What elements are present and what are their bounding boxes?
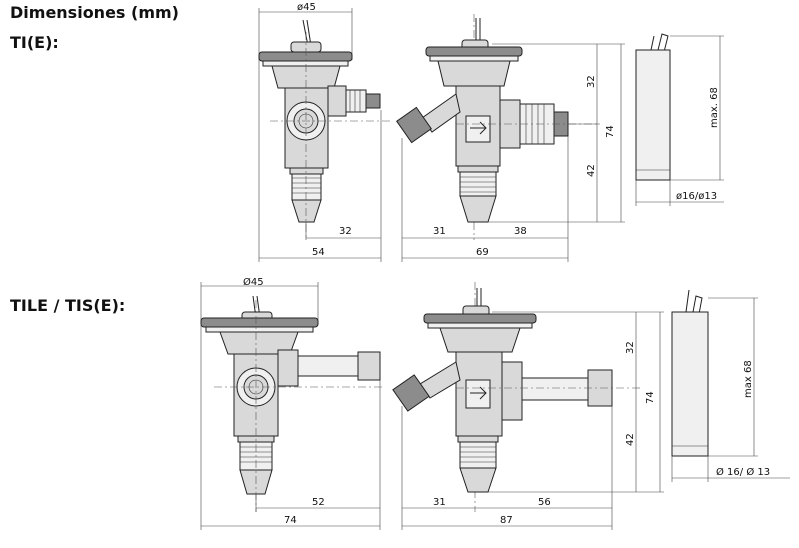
ti-side-diameter-label: ø45 — [297, 2, 316, 13]
tile-bulb-length-label: max 68 — [743, 360, 754, 398]
ti-bulb-diameter-label: ø16/ø13 — [676, 191, 717, 202]
tile-front-dim-31: 31 — [433, 497, 446, 508]
model-label-tile-tis: TILE / TIS(E): — [10, 296, 126, 315]
tile-side-dim-52: 52 — [312, 497, 325, 508]
ti-side-view: ø45 32 — [258, 2, 392, 262]
tile-front-dim-74: 74 — [645, 391, 656, 404]
page-title: Dimensiones (mm) — [10, 3, 179, 22]
tile-side-diameter-label: Ø45 — [243, 276, 264, 288]
tile-bulb: max 68 Ø 16/ Ø 13 — [671, 289, 790, 482]
ti-front-dim-38: 38 — [514, 226, 527, 237]
tile-side-view: Ø45 52 74 — [200, 276, 384, 530]
ti-front-dim-69: 69 — [476, 247, 489, 258]
ti-bulb-length-label: max. 68 — [709, 87, 720, 128]
ti-front-dim-42: 42 — [586, 164, 597, 177]
ti-front-dim-32: 32 — [586, 75, 597, 88]
ti-side-dim-54: 54 — [312, 247, 325, 258]
tile-bulb-diameter-label: Ø 16/ Ø 13 — [716, 466, 770, 478]
tile-front-dim-32: 32 — [625, 341, 636, 354]
tile-front-dim-56: 56 — [538, 497, 551, 508]
tile-front-dim-87: 87 — [500, 515, 513, 526]
tile-front-view: 32 42 74 31 56 87 — [392, 282, 664, 530]
ti-front-dim-74: 74 — [605, 125, 616, 138]
model-label-ti: TI(E): — [10, 33, 59, 52]
ti-front-dim-31: 31 — [433, 226, 446, 237]
ti-side-dim-32: 32 — [339, 226, 352, 237]
ti-front-view: 32 42 74 31 38 69 — [396, 14, 625, 262]
tile-front-dim-42: 42 — [625, 433, 636, 446]
ti-bulb: max. 68 ø16/ø13 — [635, 33, 724, 206]
tile-side-dim-74: 74 — [284, 515, 297, 526]
